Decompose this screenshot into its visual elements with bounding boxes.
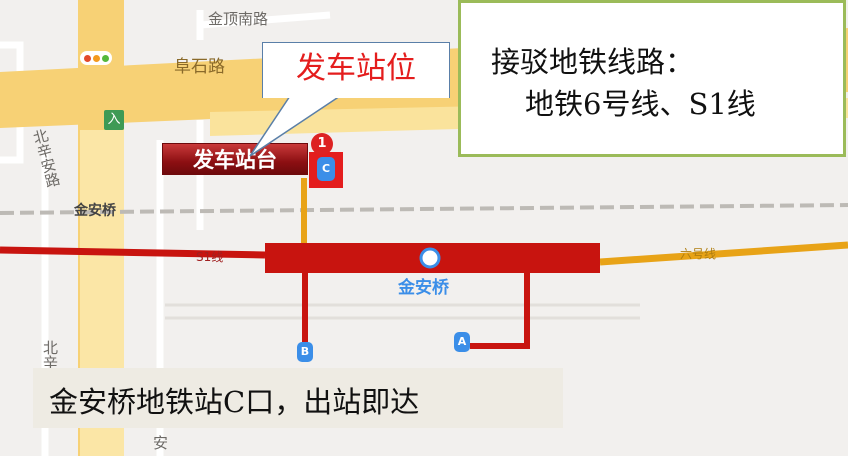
road-label-fushi: 阜石路 xyxy=(174,57,225,77)
road-label-jinanqiao: 金安桥 xyxy=(74,203,116,219)
road-label-beixin: 北辛 xyxy=(41,340,59,370)
departure-callout: 发车站位 xyxy=(262,42,450,98)
info-lines: 地铁6号线、S1线 xyxy=(525,87,756,121)
exit-a-passage xyxy=(470,270,530,349)
caption-text: 金安桥地铁站C口，出站即达 xyxy=(49,385,420,419)
exit-c-marker[interactable]: C xyxy=(317,157,335,181)
callout-text: 发车站位 xyxy=(296,51,416,86)
info-title: 接驳地铁线路： xyxy=(491,45,695,79)
line6-label: 六号线 xyxy=(680,247,717,261)
exit-badge: 1 xyxy=(311,133,333,155)
road-label-jinding-south: 金顶南路 xyxy=(208,10,269,28)
caption-box: 金安桥地铁站C口，出站即达 xyxy=(33,368,563,428)
platform-banner: 发车站台 xyxy=(162,143,308,175)
station-name[interactable]: 金安桥 xyxy=(398,278,449,298)
railway xyxy=(0,203,848,215)
exit-a-marker[interactable]: A xyxy=(454,332,470,352)
line6 xyxy=(599,241,848,266)
subway-station-icon[interactable] xyxy=(419,247,441,269)
s1-line xyxy=(0,246,266,259)
entrance-icon: 入 xyxy=(104,110,124,130)
exit-b-marker[interactable]: B xyxy=(297,342,313,362)
s1-line-label: S1线 xyxy=(196,250,224,264)
road-label-an: 安 xyxy=(153,434,169,452)
traffic-light-icon xyxy=(80,51,112,65)
exit-c-highlight[interactable]: C xyxy=(309,152,343,188)
info-box: 接驳地铁线路： 地铁6号线、S1线 xyxy=(458,0,846,157)
